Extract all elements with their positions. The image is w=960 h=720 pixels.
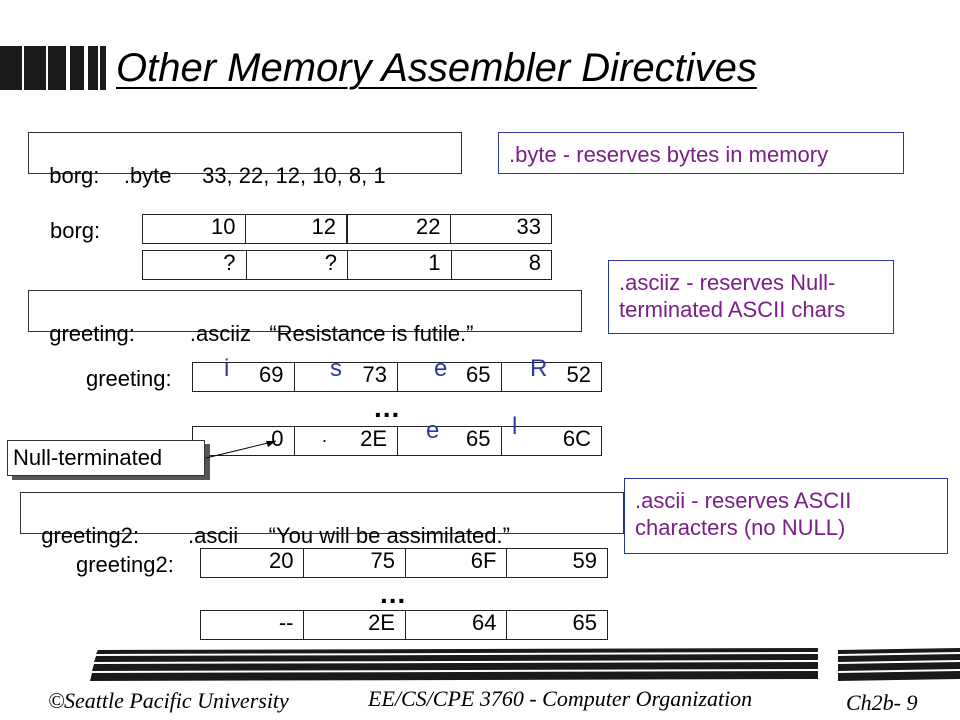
borg-cell: 12 <box>246 215 348 243</box>
copyright-symbol: © <box>48 688 65 713</box>
asciiz-note-text: .asciiz - reserves Null-terminated ASCII… <box>619 270 846 322</box>
char-annotation: e <box>434 355 448 382</box>
borg-cell: ? <box>247 251 348 279</box>
borg-row-b: ? ? 1 8 <box>142 250 552 280</box>
greeting-cell: 65 <box>398 363 502 391</box>
ellipsis: ... <box>380 578 407 609</box>
greeting-cell: 73 <box>295 363 398 391</box>
footer-slide-number: Ch2b- 9 <box>846 690 918 715</box>
greeting2-cell: 65 <box>572 611 597 635</box>
borg-cell: 33 <box>516 215 541 239</box>
greeting-row-b: 0 2E 65 6C <box>192 426 602 456</box>
ascii-note-box: .ascii - reserves ASCII characters (no N… <box>624 478 948 554</box>
char-annotation: s <box>330 355 342 382</box>
ascii-code-text: greeting2: .ascii “You will be assimilat… <box>41 523 510 548</box>
greeting2-cell: 20 <box>201 549 305 577</box>
page-title: Other Memory Assembler Directives <box>116 46 757 90</box>
ascii-code-box: greeting2: .ascii “You will be assimilat… <box>20 492 624 547</box>
ascii-note-text: .ascii - reserves ASCII characters (no N… <box>635 488 852 540</box>
greeting-row-a: 69 73 65 52 <box>192 362 602 392</box>
borg-cell: 8 <box>528 251 542 275</box>
borg-cell: 22 <box>348 215 452 243</box>
greeting2-mem-label: greeting2: <box>76 552 174 577</box>
greeting2-cell: 2E <box>304 611 406 639</box>
greeting2-cell: 6F <box>406 549 508 577</box>
char-annotation: e <box>426 417 440 444</box>
greeting-cell: 0 <box>193 427 295 455</box>
greeting-cell: 69 <box>193 363 295 391</box>
greeting-cell: 65 <box>398 427 502 455</box>
char-annotation: . <box>322 426 328 446</box>
footer-course: EE/CS/CPE 3760 - Computer Organization <box>368 686 753 711</box>
borg-row-a: 10 12 22 33 <box>142 214 552 244</box>
byte-code-box: borg: .byte 33, 22, 12, 10, 8, 1 <box>28 132 462 187</box>
borg-mem-label: borg: <box>50 218 101 243</box>
greeting-cell: 6C <box>562 427 592 451</box>
byte-note-text: .byte - reserves bytes in memory <box>509 142 829 167</box>
greeting2-cell: 75 <box>304 549 406 577</box>
borg-cell: 10 <box>143 215 247 243</box>
char-annotation: R <box>530 355 548 382</box>
greeting-cell: 52 <box>566 363 592 387</box>
asciiz-code-text: greeting: .asciiz “Resistance is futile.… <box>49 321 474 346</box>
greeting2-row-b: -- 2E 64 65 <box>200 610 608 640</box>
borg-cell: 1 <box>348 251 452 279</box>
asciiz-note-box: .asciiz - reserves Null-terminated ASCII… <box>608 260 894 334</box>
null-label-text: Null-terminated <box>13 445 163 470</box>
greeting2-cell: 59 <box>572 549 597 573</box>
ellipsis: ... <box>374 392 401 423</box>
greeting-cell: 2E <box>295 427 398 455</box>
borg-cell: ? <box>143 251 247 279</box>
char-annotation: i <box>224 355 230 382</box>
byte-note-box: .byte - reserves bytes in memory <box>498 132 904 174</box>
greeting-mem-label: greeting: <box>86 366 172 391</box>
asciiz-code-box: greeting: .asciiz “Resistance is futile.… <box>28 290 582 345</box>
byte-code-text: borg: .byte 33, 22, 12, 10, 8, 1 <box>49 163 386 188</box>
footer-school: Seattle Pacific University <box>64 688 289 713</box>
char-annotation: l <box>512 413 518 440</box>
greeting2-cell: 64 <box>406 611 508 639</box>
greeting2-cell: -- <box>201 611 305 639</box>
greeting2-row-a: 20 75 6F 59 <box>200 548 608 578</box>
null-label-box: Null-terminated <box>7 440 205 476</box>
